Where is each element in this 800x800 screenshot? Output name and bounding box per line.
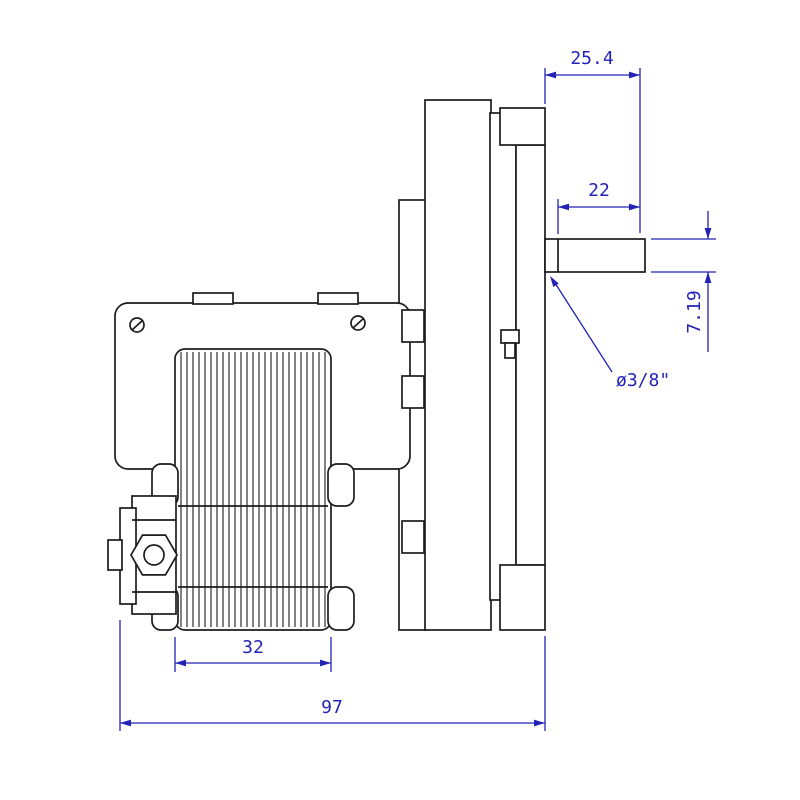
dim-32-arrow-right [320, 659, 331, 667]
coil-bump-bottom-right [327, 586, 355, 631]
dim-7-19: 7.19 [651, 211, 716, 352]
dim-7-19-arrow-up [704, 272, 712, 283]
gearbox-cover-plate [515, 144, 546, 566]
cover-screw-left-slot [131, 319, 144, 331]
plate-boss-3 [401, 520, 425, 554]
cover-screw-right-slot [352, 317, 365, 329]
cover-tab-left [192, 292, 234, 305]
bracket-stub [107, 539, 123, 571]
mounting-ear-top [499, 107, 546, 146]
coil-bump-top-right [327, 463, 355, 507]
dim-7-19-text: 7.19 [684, 290, 705, 333]
dim-7-19-arrow-down [704, 228, 712, 239]
cover-tab-right [317, 292, 359, 305]
plate-boss-2 [401, 375, 425, 409]
dim-32-text: 32 [242, 637, 264, 658]
dimensions: 25.4 22 7.19 [119, 48, 716, 731]
dim-97-arrow-right [534, 719, 545, 727]
dim-32-arrow-left [175, 659, 186, 667]
dim-25-4-arrow-left [545, 71, 556, 79]
output-shaft [544, 238, 646, 273]
dim-97-arrow-left [120, 719, 131, 727]
mounting-ear-bottom [499, 564, 546, 631]
dim-25-4-text: 25.4 [570, 48, 613, 69]
dim-25-4-arrow-right [629, 71, 640, 79]
hex-nut-bore [143, 544, 165, 566]
shaft-diameter-arrow [550, 276, 559, 287]
dim-22-text: 22 [588, 180, 610, 201]
dim-25-4: 25.4 [544, 48, 641, 233]
part-outlines [107, 99, 646, 631]
dim-97-text: 97 [321, 697, 343, 718]
plate-boss-1 [401, 309, 425, 343]
dim-97: 97 [119, 620, 546, 731]
dim-22: 22 [557, 180, 640, 234]
lamination-fins [180, 352, 326, 627]
shaft-diameter-text: ø3/8" [616, 370, 670, 391]
gearbox-main-plate [424, 99, 492, 631]
plate-bolt-shank [504, 342, 516, 359]
dim-32: 32 [174, 637, 332, 672]
shaft-diameter-leader [554, 282, 613, 373]
plate-bolt-head [500, 329, 520, 344]
dim-22-arrow-right [629, 203, 640, 211]
dim-22-arrow-left [558, 203, 569, 211]
dim-shaft-diameter: ø3/8" [550, 276, 670, 391]
